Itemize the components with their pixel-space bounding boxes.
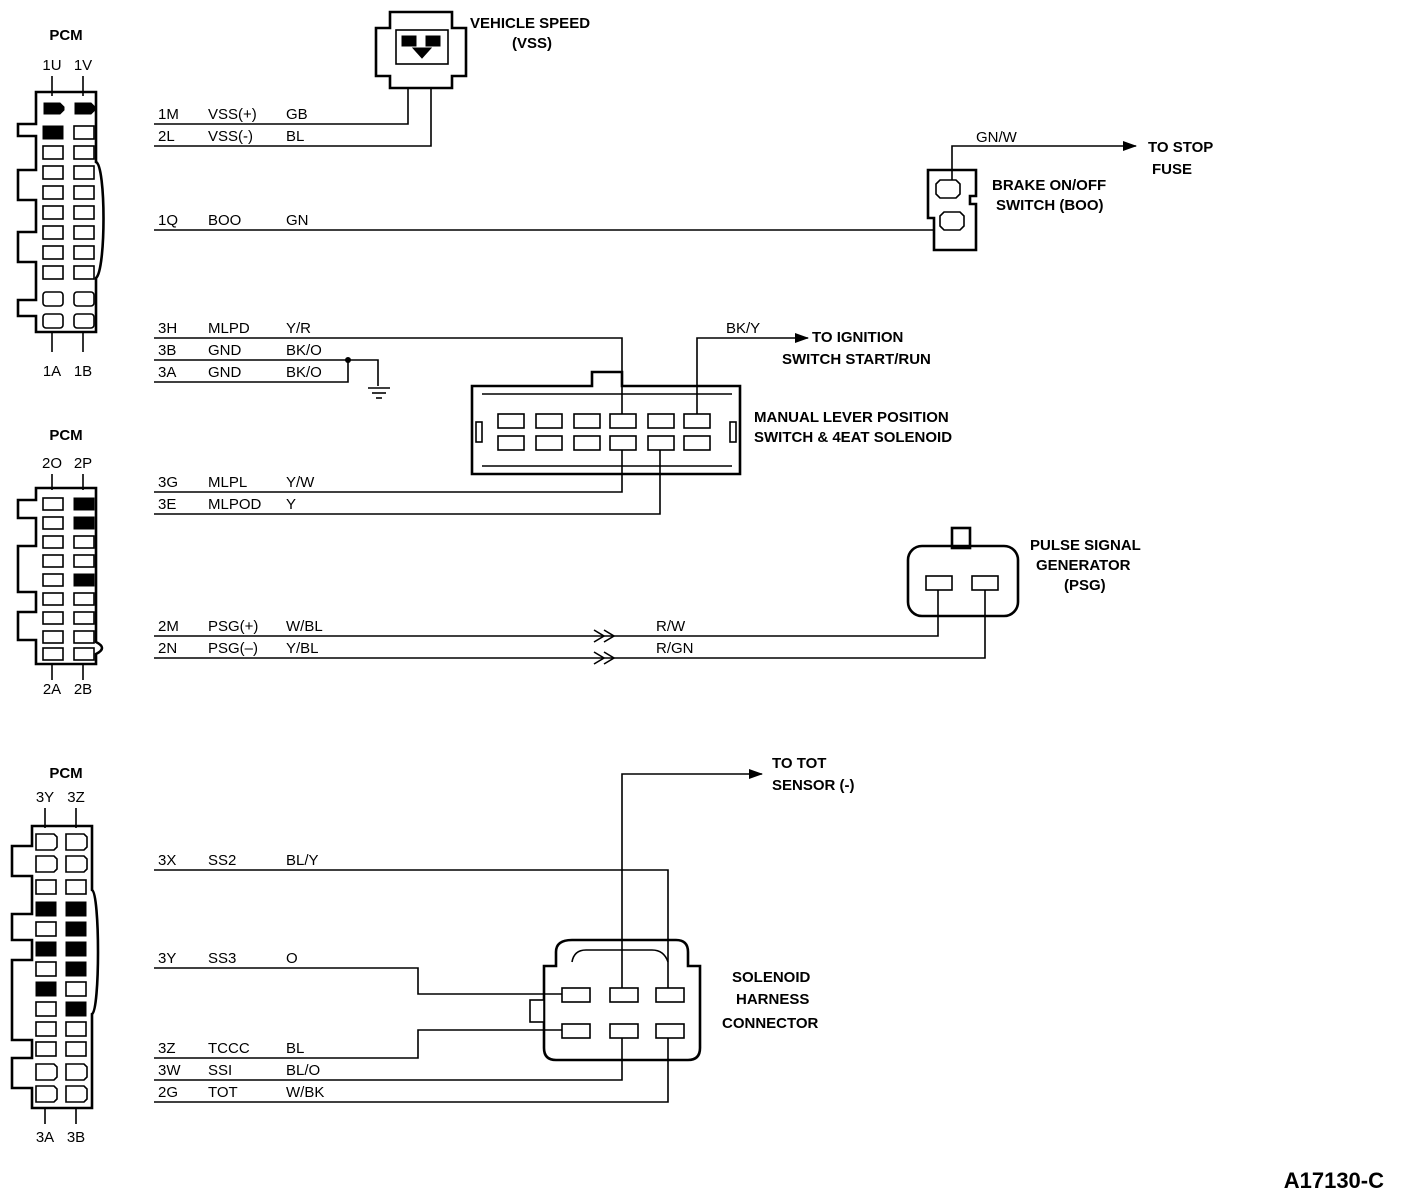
- wire-color: BL/O: [286, 1062, 320, 1079]
- psg-pos-color: R/W: [656, 618, 686, 635]
- pcm-top-pin-label: 2O: [42, 455, 62, 472]
- psg-label-line: GENERATOR: [1036, 557, 1131, 574]
- solenoid-label-line: CONNECTOR: [722, 1015, 819, 1032]
- wire-color: BL: [286, 128, 304, 145]
- wire-color: BL: [286, 1040, 304, 1057]
- wire-pin: 3G: [158, 474, 178, 491]
- vss-label-line: VEHICLE SPEED: [470, 15, 590, 32]
- wire-signal: MLPD: [208, 320, 250, 337]
- solenoid-label-line: SOLENOID: [732, 969, 811, 986]
- solenoid-label-line: HARNESS: [736, 991, 809, 1008]
- psg-neg-color: R/GN: [656, 640, 694, 657]
- wire-color: Y/R: [286, 320, 311, 337]
- wire-signal: GND: [208, 364, 242, 381]
- wire-pin: 2M: [158, 618, 179, 635]
- pulse-signal-generator: PULSE SIGNAL GENERATOR (PSG): [906, 526, 1141, 618]
- wire-pin: 2N: [158, 640, 177, 657]
- wire-signal: MLPOD: [208, 496, 262, 513]
- wire-pin: 1Q: [158, 212, 178, 229]
- wire-signal: TOT: [208, 1084, 238, 1101]
- pcm-connector-2: PCM 2O 2P 2A 2B: [16, 427, 104, 698]
- wire-pin: 3E: [158, 496, 176, 513]
- pcm-label: PCM: [49, 765, 82, 782]
- mlp-label-line: SWITCH & 4EAT SOLENOID: [754, 429, 952, 446]
- wire-color: BK/O: [286, 364, 322, 381]
- pcm-bottom-pin-label: 2A: [43, 681, 61, 698]
- pcm-top-pin-label: 2P: [74, 455, 92, 472]
- wire-color: W/BK: [286, 1084, 324, 1101]
- pcm-top-pin-label: 1V: [74, 57, 92, 74]
- wire-pin: 3Y: [158, 950, 176, 967]
- pcm-label: PCM: [49, 27, 82, 44]
- pcm-bottom-pin-label: 3B: [67, 1129, 85, 1146]
- brake-on-off-switch: BRAKE ON/OFF SWITCH (BOO): [926, 168, 1106, 252]
- wire-signal: PSG(–): [208, 640, 258, 657]
- wire-signal: MLPL: [208, 474, 247, 491]
- pcm-top-pin-label: 3Y: [36, 789, 54, 806]
- pcm-top-pin-label: 3Z: [67, 789, 85, 806]
- wire-color: W/BL: [286, 618, 323, 635]
- wire-color: Y/W: [286, 474, 315, 491]
- ignition-label-line: SWITCH START/RUN: [782, 351, 931, 368]
- wire-pin: 3Z: [158, 1040, 176, 1057]
- stop-fuse-label-line: TO STOP: [1148, 139, 1213, 156]
- wire-signal: SSI: [208, 1062, 232, 1079]
- destination-labels: TO STOP FUSE TO IGNITION SWITCH START/RU…: [772, 139, 1213, 794]
- wire-signal: SS3: [208, 950, 236, 967]
- wire-color: Y: [286, 496, 296, 513]
- wire-signal: VSS(-): [208, 128, 253, 145]
- wire-color: GN: [286, 212, 309, 229]
- wire-signal: GND: [208, 342, 242, 359]
- stop-fuse-label-line: FUSE: [1152, 161, 1192, 178]
- wire-signal: VSS(+): [208, 106, 257, 123]
- wire-labels: 1M VSS(+) GB 2L VSS(-) BL 1Q BOO GN 3H M…: [158, 106, 1018, 1101]
- figure-id: A17130-C: [1284, 1168, 1384, 1193]
- vss-label-line: (VSS): [512, 35, 552, 52]
- boo-label-line: BRAKE ON/OFF: [992, 177, 1106, 194]
- psg-label-line: PULSE SIGNAL: [1030, 537, 1141, 554]
- pcm-connector-1: PCM 1U 1V 1A 1B: [16, 27, 105, 380]
- wire-color: GB: [286, 106, 308, 123]
- pcm-connector-housing: [16, 486, 104, 666]
- manual-lever-position-switch: MANUAL LEVER POSITION SWITCH & 4EAT SOLE…: [470, 370, 952, 476]
- boo-label-line: SWITCH (BOO): [996, 197, 1103, 214]
- pcm-top-pin-label: 1U: [42, 57, 61, 74]
- ignition-label-line: TO IGNITION: [812, 329, 903, 346]
- wire-pin: 3H: [158, 320, 177, 337]
- pcm-bottom-pin-label: 1B: [74, 363, 92, 380]
- wire-pin: 3W: [158, 1062, 181, 1079]
- wire-pin: 2L: [158, 128, 175, 145]
- wire-signal: SS2: [208, 852, 236, 869]
- pcm-bottom-pin-label: 1A: [43, 363, 61, 380]
- tot-sensor-label-line: SENSOR (-): [772, 777, 855, 794]
- wire-color: BL/Y: [286, 852, 319, 869]
- pcm-bottom-pin-label: 3A: [36, 1129, 54, 1146]
- pcm-connector-3: PCM 3Y 3Z 3A 3B: [10, 765, 100, 1146]
- wire-pin: 3B: [158, 342, 176, 359]
- wire-pin: 3A: [158, 364, 176, 381]
- wire-pin: 2G: [158, 1084, 178, 1101]
- pcm-connector-housing: [16, 90, 105, 334]
- wire-routes: [154, 100, 1137, 1103]
- pcm-bottom-pin-label: 2B: [74, 681, 92, 698]
- mlp-label-line: MANUAL LEVER POSITION: [754, 409, 949, 426]
- wire-signal: PSG(+): [208, 618, 258, 635]
- wire-color: BK/O: [286, 342, 322, 359]
- wire-signal: TCCC: [208, 1040, 250, 1057]
- pcm-label: PCM: [49, 427, 82, 444]
- psg-label-line: (PSG): [1064, 577, 1106, 594]
- wire-pin: 1M: [158, 106, 179, 123]
- wire-color: Y/BL: [286, 640, 319, 657]
- boo-feed-color: GN/W: [976, 129, 1018, 146]
- ignition-feed-color: BK/Y: [726, 320, 760, 337]
- solenoid-harness-connector: SOLENOID HARNESS CONNECTOR: [529, 938, 819, 1062]
- pcm-connector-housing: [10, 824, 100, 1110]
- wire-color: O: [286, 950, 298, 967]
- wire-signal: BOO: [208, 212, 241, 229]
- vss-sensor: VEHICLE SPEED (VSS): [374, 10, 590, 100]
- tot-sensor-label-line: TO TOT: [772, 755, 826, 772]
- wire-pin: 3X: [158, 852, 176, 869]
